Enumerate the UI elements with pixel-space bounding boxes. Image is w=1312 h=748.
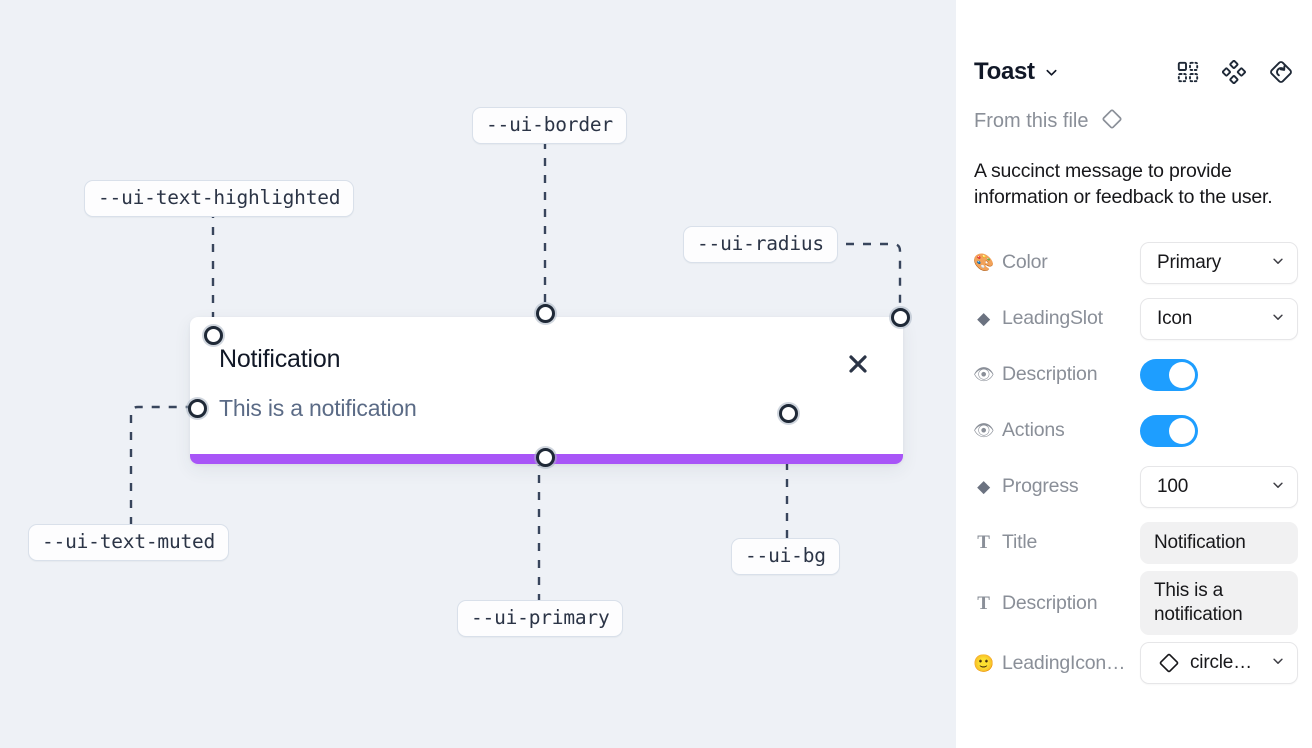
actions-toggle[interactable]: [1140, 414, 1198, 447]
from-this-file[interactable]: From this file: [974, 106, 1294, 137]
panel-header-actions: [1176, 59, 1294, 85]
toggle-knob: [1169, 417, 1195, 444]
property-row-progress: ◆ Progress 100: [974, 459, 1298, 515]
property-row-description-toggle: 👁 Description: [974, 347, 1294, 403]
handle-ui-primary[interactable]: [536, 448, 555, 467]
toggle-knob: [1169, 361, 1195, 388]
property-name: Description: [1002, 363, 1098, 386]
eye-emoji-icon: 👁: [974, 421, 995, 441]
palette-emoji-icon: 🎨: [974, 253, 994, 273]
property-label-progress: ◆ Progress: [974, 475, 1140, 498]
property-name: Description: [1002, 591, 1098, 614]
component-diamond-icon: [1099, 106, 1125, 137]
text-type-icon: T: [977, 592, 990, 614]
toast-title: Notification: [219, 345, 341, 373]
color-select[interactable]: Primary: [1140, 241, 1298, 284]
property-name: LeadingSlot: [1002, 307, 1103, 330]
component-description: A succinct message to provide informatio…: [974, 160, 1273, 208]
close-icon[interactable]: [845, 351, 871, 377]
property-label-actions: 👁 Actions: [974, 419, 1140, 442]
component-set-icon[interactable]: [1222, 60, 1246, 84]
handle-ui-text-highlighted[interactable]: [204, 326, 223, 345]
property-label-title: T Title: [974, 531, 1140, 554]
handle-ui-bg[interactable]: [779, 404, 798, 423]
description-toggle[interactable]: [1140, 358, 1198, 391]
token-label-ui-radius[interactable]: --ui-radius: [683, 226, 838, 264]
property-label-leadingslot: ◆ LeadingSlot: [974, 307, 1140, 330]
diamond-icon: ◆: [977, 309, 990, 329]
leadingslot-select-value: Icon: [1157, 307, 1193, 329]
leadingicon-select-value: circle…: [1190, 652, 1252, 674]
page-title: Toast: [974, 58, 1035, 85]
property-name: Color: [1002, 251, 1048, 274]
token-label-ui-primary[interactable]: --ui-primary: [457, 600, 624, 638]
eye-emoji-icon: 👁: [974, 365, 995, 385]
handle-ui-radius[interactable]: [891, 308, 910, 327]
property-row-actions-toggle: 👁 Actions: [974, 403, 1294, 459]
property-list: 🎨 Color Primary: [974, 235, 1298, 692]
reset-instance-icon[interactable]: [1268, 59, 1294, 85]
chevron-down-icon: [1271, 476, 1285, 498]
variants-grid-icon[interactable]: [1176, 60, 1200, 84]
diamond-icon: ◆: [977, 477, 990, 497]
property-row-title: T Title Notification: [974, 515, 1298, 571]
property-row-leadingslot: ◆ LeadingSlot Icon: [974, 291, 1298, 347]
handle-ui-text-muted[interactable]: [188, 399, 207, 418]
properties-panel: Toast: [956, 0, 1312, 748]
chevron-down-icon: [1271, 252, 1285, 274]
property-label-color: 🎨 Color: [974, 251, 1140, 274]
token-label-ui-text-muted[interactable]: --ui-text-muted: [28, 524, 230, 562]
token-label-ui-border[interactable]: --ui-border: [472, 107, 627, 145]
property-label-description-text: T Description: [974, 592, 1140, 615]
toast-component[interactable]: Notification This is a notification: [190, 317, 903, 464]
component-diamond-icon: [1157, 651, 1181, 675]
panel-header: Toast: [974, 44, 1294, 100]
leadingicon-select[interactable]: circle…: [1140, 642, 1298, 685]
handle-ui-border[interactable]: [536, 304, 555, 323]
property-name: Title: [1002, 531, 1038, 554]
design-canvas[interactable]: Notification This is a notification --ui…: [0, 0, 956, 716]
progress-select[interactable]: 100: [1140, 465, 1298, 508]
toast-description: This is a notification: [219, 395, 417, 421]
leadingslot-select[interactable]: Icon: [1140, 297, 1298, 340]
property-name: LeadingIcon…: [1002, 651, 1126, 674]
property-row-leadingicon: 🙂 LeadingIcon… circle…: [974, 635, 1298, 691]
text-type-icon: T: [977, 532, 990, 554]
description-input[interactable]: This is a notification: [1140, 570, 1298, 636]
property-label-leadingicon: 🙂 LeadingIcon…: [974, 652, 1140, 675]
property-label-description: 👁 Description: [974, 363, 1140, 386]
smiley-emoji-icon: 🙂: [974, 653, 994, 673]
property-name: Actions: [1002, 419, 1065, 442]
color-select-value: Primary: [1157, 251, 1222, 273]
chevron-down-icon: [1271, 308, 1285, 330]
token-label-ui-bg[interactable]: --ui-bg: [731, 538, 840, 576]
property-name: Progress: [1002, 475, 1079, 498]
title-input[interactable]: Notification: [1140, 521, 1298, 564]
property-row-description-text: T Description This is a notification: [974, 570, 1298, 636]
chevron-down-icon[interactable]: [1044, 65, 1059, 80]
from-this-file-label: From this file: [974, 110, 1089, 132]
chevron-down-icon: [1271, 652, 1285, 674]
progress-select-value: 100: [1157, 475, 1189, 497]
token-label-ui-text-highlighted[interactable]: --ui-text-highlighted: [84, 180, 355, 218]
property-row-color: 🎨 Color Primary: [974, 235, 1298, 291]
